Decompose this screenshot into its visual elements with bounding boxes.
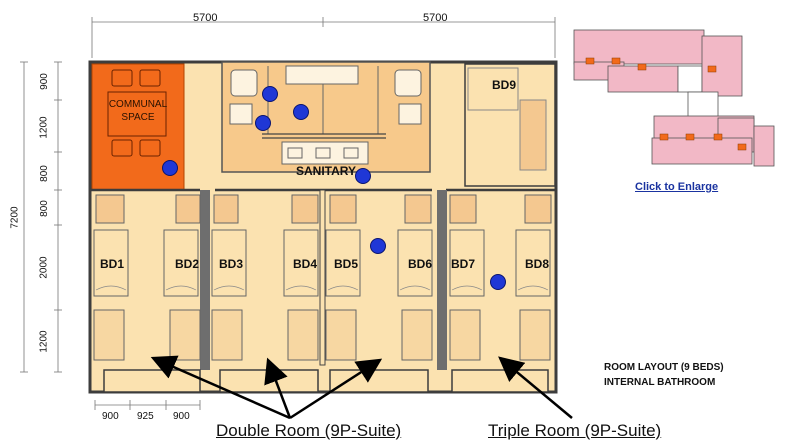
room-label-bd8: BD8: [525, 257, 550, 271]
room-label-bd4: BD4: [293, 257, 318, 271]
hotspot-sanitary[interactable]: [355, 168, 371, 184]
hotspot-bd7[interactable]: [490, 274, 506, 290]
dim-left-seg-4: 800: [38, 200, 50, 217]
dimension-lines: [20, 17, 556, 410]
dim-left-seg-1: 900: [38, 73, 50, 90]
desks: [93, 309, 551, 361]
room-label-bd3: BD3: [219, 257, 244, 271]
caption-double-room: Double Room (9P-Suite): [216, 421, 402, 440]
dim-top-left: 5700: [193, 12, 218, 24]
hotspot-corridor[interactable]: [370, 238, 386, 254]
dim-left-total: 7200: [9, 206, 21, 229]
dim-left-seg-6: 1200: [38, 330, 50, 353]
dim-bottom-3: 900: [173, 411, 190, 422]
hotspot-toilet-1[interactable]: [262, 86, 278, 102]
caption-arrows: [150, 355, 573, 420]
dim-bottom-2: 925: [137, 411, 154, 422]
room-label-bd2: BD2: [175, 257, 200, 271]
layout-subtitle: INTERNAL BATHROOM: [604, 377, 716, 388]
communal-space-label: COMMUNAL SPACE: [108, 99, 168, 123]
click-to-enlarge-link[interactable]: Click to Enlarge: [635, 181, 719, 193]
room-label-bd7: BD7: [451, 257, 476, 271]
dim-bottom-1: 900: [102, 411, 119, 422]
sanitary-label: SANITARY: [296, 164, 356, 178]
caption-triple-room: Triple Room (9P-Suite): [488, 421, 662, 440]
hotspot-shower[interactable]: [293, 104, 309, 120]
room-label-bd1: BD1: [100, 257, 125, 271]
hotspot-communal[interactable]: [162, 160, 178, 176]
dim-top-right: 5700: [423, 12, 448, 24]
room-label-bd6: BD6: [408, 257, 433, 271]
room-label-bd5: BD5: [334, 257, 359, 271]
floor-thumbnail[interactable]: [568, 26, 784, 176]
dim-left-seg-3: 800: [38, 165, 50, 182]
bathroom-fixtures: [229, 65, 422, 165]
dim-left-seg-2: 1200: [38, 116, 50, 139]
dim-left-seg-5: 2000: [38, 256, 50, 279]
layout-title: ROOM LAYOUT (9 BEDS): [604, 362, 724, 373]
wardrobes: [95, 194, 552, 224]
room-label-bd9: BD9: [492, 78, 517, 92]
hotspot-toilet-2[interactable]: [255, 115, 271, 131]
thumbnail-map: [573, 29, 775, 167]
beds: [93, 229, 551, 297]
